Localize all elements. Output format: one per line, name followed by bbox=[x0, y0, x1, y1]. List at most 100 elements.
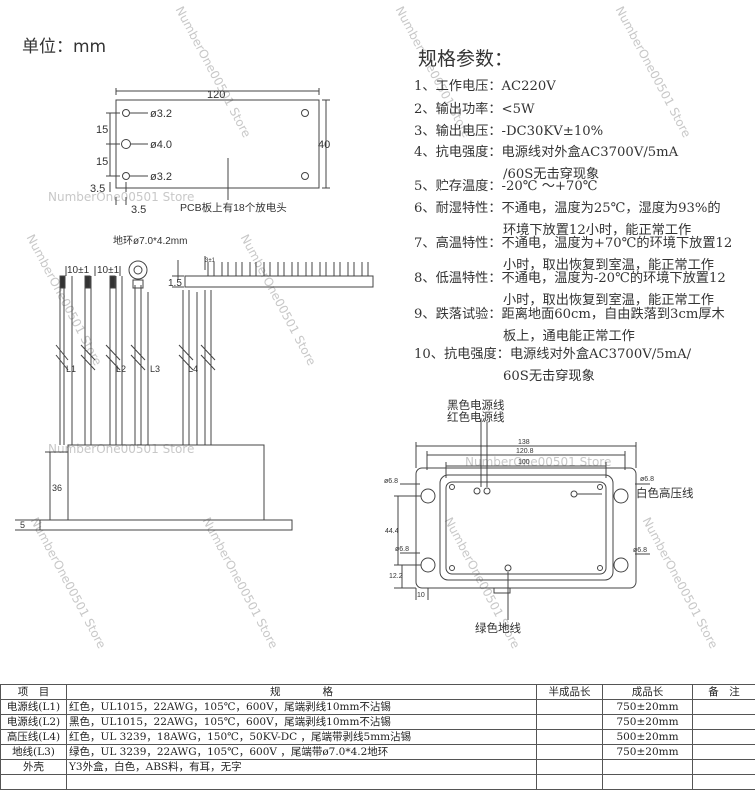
pcb-dim-15a: 15 bbox=[96, 124, 108, 136]
ground-ring bbox=[128, 260, 148, 280]
box-base bbox=[39, 519, 293, 531]
spec-item-label: 1、工作电压： bbox=[414, 79, 502, 94]
pcb-hole bbox=[121, 139, 131, 149]
spec-item-label: 3、输出电压： bbox=[414, 124, 502, 139]
table-cell bbox=[692, 729, 755, 745]
watermark: NumberOne00501 Store bbox=[48, 190, 195, 204]
spec-item-value: 不通电，温度为25℃，湿度为93%的 bbox=[501, 201, 721, 216]
hole-label-1: ø3.2 bbox=[150, 108, 172, 120]
spec-item-value: 电源线对外盒AC3700V/5mA/ bbox=[509, 347, 692, 362]
spec-item-label: 5、贮存温度： bbox=[414, 179, 502, 194]
spec-item-continuation: 板上，通电能正常工作 bbox=[503, 329, 635, 344]
pcb-side bbox=[184, 275, 374, 288]
table-cell: 外壳 bbox=[0, 759, 67, 775]
table-cell bbox=[66, 774, 537, 790]
spec-item-continuation: 60S无击穿现象 bbox=[503, 369, 595, 384]
table-cell: 500±20mm bbox=[602, 729, 693, 745]
label-L3: L3 bbox=[150, 364, 160, 374]
pcb-dim-35a: 3.5 bbox=[90, 183, 105, 195]
spec-item-label: 4、抗电强度： bbox=[414, 145, 502, 160]
box-side bbox=[67, 444, 265, 521]
table-cell: 750±20mm bbox=[602, 714, 693, 730]
spec-item: 7、高温特性：不通电，温度为+70℃的环境下放置12 小时，取出恢复到室温，能正常… bbox=[414, 233, 733, 273]
ring-label: 地环ø7.0*4.2mm bbox=[113, 234, 187, 247]
table-cell bbox=[692, 759, 755, 775]
spec-item: 10、抗电强度：电源线对外盒AC3700V/5mA/60S无击穿现象 bbox=[414, 344, 692, 384]
table-row: 电源线(L1)红色，UL1015，22AWG，105℃，600V，尾端剥线10m… bbox=[0, 699, 755, 715]
spec-item-label: 10、抗电强度： bbox=[414, 347, 510, 362]
table-row bbox=[0, 774, 755, 790]
spec-item-value: 不通电，温度为+70℃的环境下放置12 bbox=[501, 236, 733, 251]
technical-drawing: 120 40 ø3.2 ø4.0 ø3.2 15 15 3.5 3.5 PCB板… bbox=[15, 88, 694, 635]
pcb-dim-15b: 15 bbox=[96, 156, 108, 168]
dim-10b: 10±1 bbox=[97, 265, 120, 276]
spec-item-label: 7、高温特性： bbox=[414, 236, 502, 251]
table-cell: 地线(L3) bbox=[0, 744, 67, 760]
dim-6-8c: ø6.8 bbox=[395, 546, 409, 553]
dim-120-8: 120.8 bbox=[516, 448, 534, 455]
red-wire-label: 红色电源线 bbox=[447, 410, 505, 424]
white-hv-label: 白色高压线 bbox=[636, 486, 694, 500]
table-header-row: 项 目规 格半成品长成品长备 注 bbox=[0, 684, 755, 700]
box-top-outline bbox=[415, 467, 637, 589]
dim-3: 3±1 bbox=[205, 258, 216, 264]
table-cell bbox=[692, 714, 755, 730]
dim-6-8a: ø6.8 bbox=[384, 478, 398, 485]
spec-item-value: -DC30KV±10% bbox=[501, 124, 604, 139]
spec-item-continuation: /60S无击穿现象 bbox=[503, 167, 600, 182]
spec-item: 6、耐湿特性：不通电，温度为25℃，湿度为93%的环境下放置12小时，能正常工作 bbox=[414, 198, 721, 238]
spec-item-value: 不通电，温度为-20℃的环境下放置12 bbox=[501, 271, 726, 286]
spec-item-value: 电源线对外盒AC3700V/5mA bbox=[501, 145, 679, 160]
pcb-height-dim: 40 bbox=[318, 139, 330, 151]
dim-12-2: 12.2 bbox=[389, 573, 403, 580]
dim-6-8d: ø6.8 bbox=[633, 547, 647, 554]
label-L4: L4 bbox=[188, 364, 198, 374]
pcb-note: PCB板上有18个放电头 bbox=[180, 201, 287, 214]
dim-44-4: 44.4 bbox=[385, 528, 399, 535]
table-header-cell: 半成品长 bbox=[536, 684, 603, 700]
spec-item-value: -20℃ ～+70℃ bbox=[501, 179, 598, 194]
table-cell: 电源线(L2) bbox=[0, 714, 67, 730]
dim-36: 36 bbox=[52, 483, 62, 493]
hole-label-2: ø4.0 bbox=[150, 139, 172, 151]
hole-label-3: ø3.2 bbox=[150, 171, 172, 183]
dim-1-5: 1.5 bbox=[168, 278, 182, 289]
table-header-cell: 项 目 bbox=[0, 684, 67, 700]
pcb-hole bbox=[122, 109, 130, 117]
spec-item: 3、输出电压：-DC30KV±10% bbox=[414, 121, 603, 143]
spec-item: 9、跌落试验：距离地面60cm，自由跌落到3cm厚木板上，通电能正常工作 bbox=[414, 304, 725, 344]
table-cell bbox=[692, 744, 755, 760]
spec-item-value: AC220V bbox=[501, 79, 556, 94]
table-cell: 绿色，UL 3239，22AWG，105℃，600V ，尾端带ø7.0*4.2地… bbox=[66, 744, 537, 760]
table-cell: 红色，UL1015，22AWG，105℃，600V，尾端剥线10mm不沾锡 bbox=[66, 699, 537, 715]
spec-item-continuation: 环境下放置12小时，能正常工作 bbox=[503, 223, 692, 238]
pcb-width-dim: 120 bbox=[207, 89, 225, 101]
table-cell bbox=[536, 774, 603, 790]
table-cell bbox=[536, 759, 603, 775]
table-cell bbox=[602, 774, 693, 790]
unit-label: 单位：mm bbox=[22, 37, 107, 57]
spec-item-value: 距离地面60cm，自由跌落到3cm厚木 bbox=[501, 307, 725, 322]
spec-item-continuation: 小时，取出恢复到室温，能正常工作 bbox=[503, 293, 714, 308]
pcb-hole bbox=[122, 172, 130, 180]
discharge-emitters bbox=[207, 262, 369, 276]
green-ground-label: 绿色地线 bbox=[475, 621, 521, 635]
table-cell bbox=[536, 699, 603, 715]
spec-item-label: 6、耐湿特性： bbox=[414, 201, 502, 216]
dim-6-8b: ø6.8 bbox=[640, 476, 654, 483]
table-cell bbox=[536, 729, 603, 745]
spec-item-continuation: 小时，取出恢复到室温，能正常工作 bbox=[503, 258, 714, 273]
dim-138: 138 bbox=[518, 439, 530, 446]
table-row: 高压线(L4)红色，UL 3239，18AWG，150℃，50KV-DC ，尾端… bbox=[0, 729, 755, 745]
spec-item: 5、贮存温度：-20℃ ～+70℃ bbox=[414, 176, 597, 198]
table-cell: Y3外盒，白色，ABS料，有耳，无字 bbox=[66, 759, 537, 775]
black-wire-label: 黑色电源线 bbox=[447, 398, 505, 412]
table-cell bbox=[536, 714, 603, 730]
table-row: 电源线(L2)黑色，UL1015，22AWG，105℃，600V，尾端剥线10m… bbox=[0, 714, 755, 730]
spec-item: 4、抗电强度：电源线对外盒AC3700V/5mA/60S无击穿现象 bbox=[414, 142, 679, 182]
table-row: 地线(L3)绿色，UL 3239，22AWG，105℃，600V ，尾端带ø7.… bbox=[0, 744, 755, 760]
spec-item-label: 9、跌落试验： bbox=[414, 307, 502, 322]
table-cell: 750±20mm bbox=[602, 699, 693, 715]
